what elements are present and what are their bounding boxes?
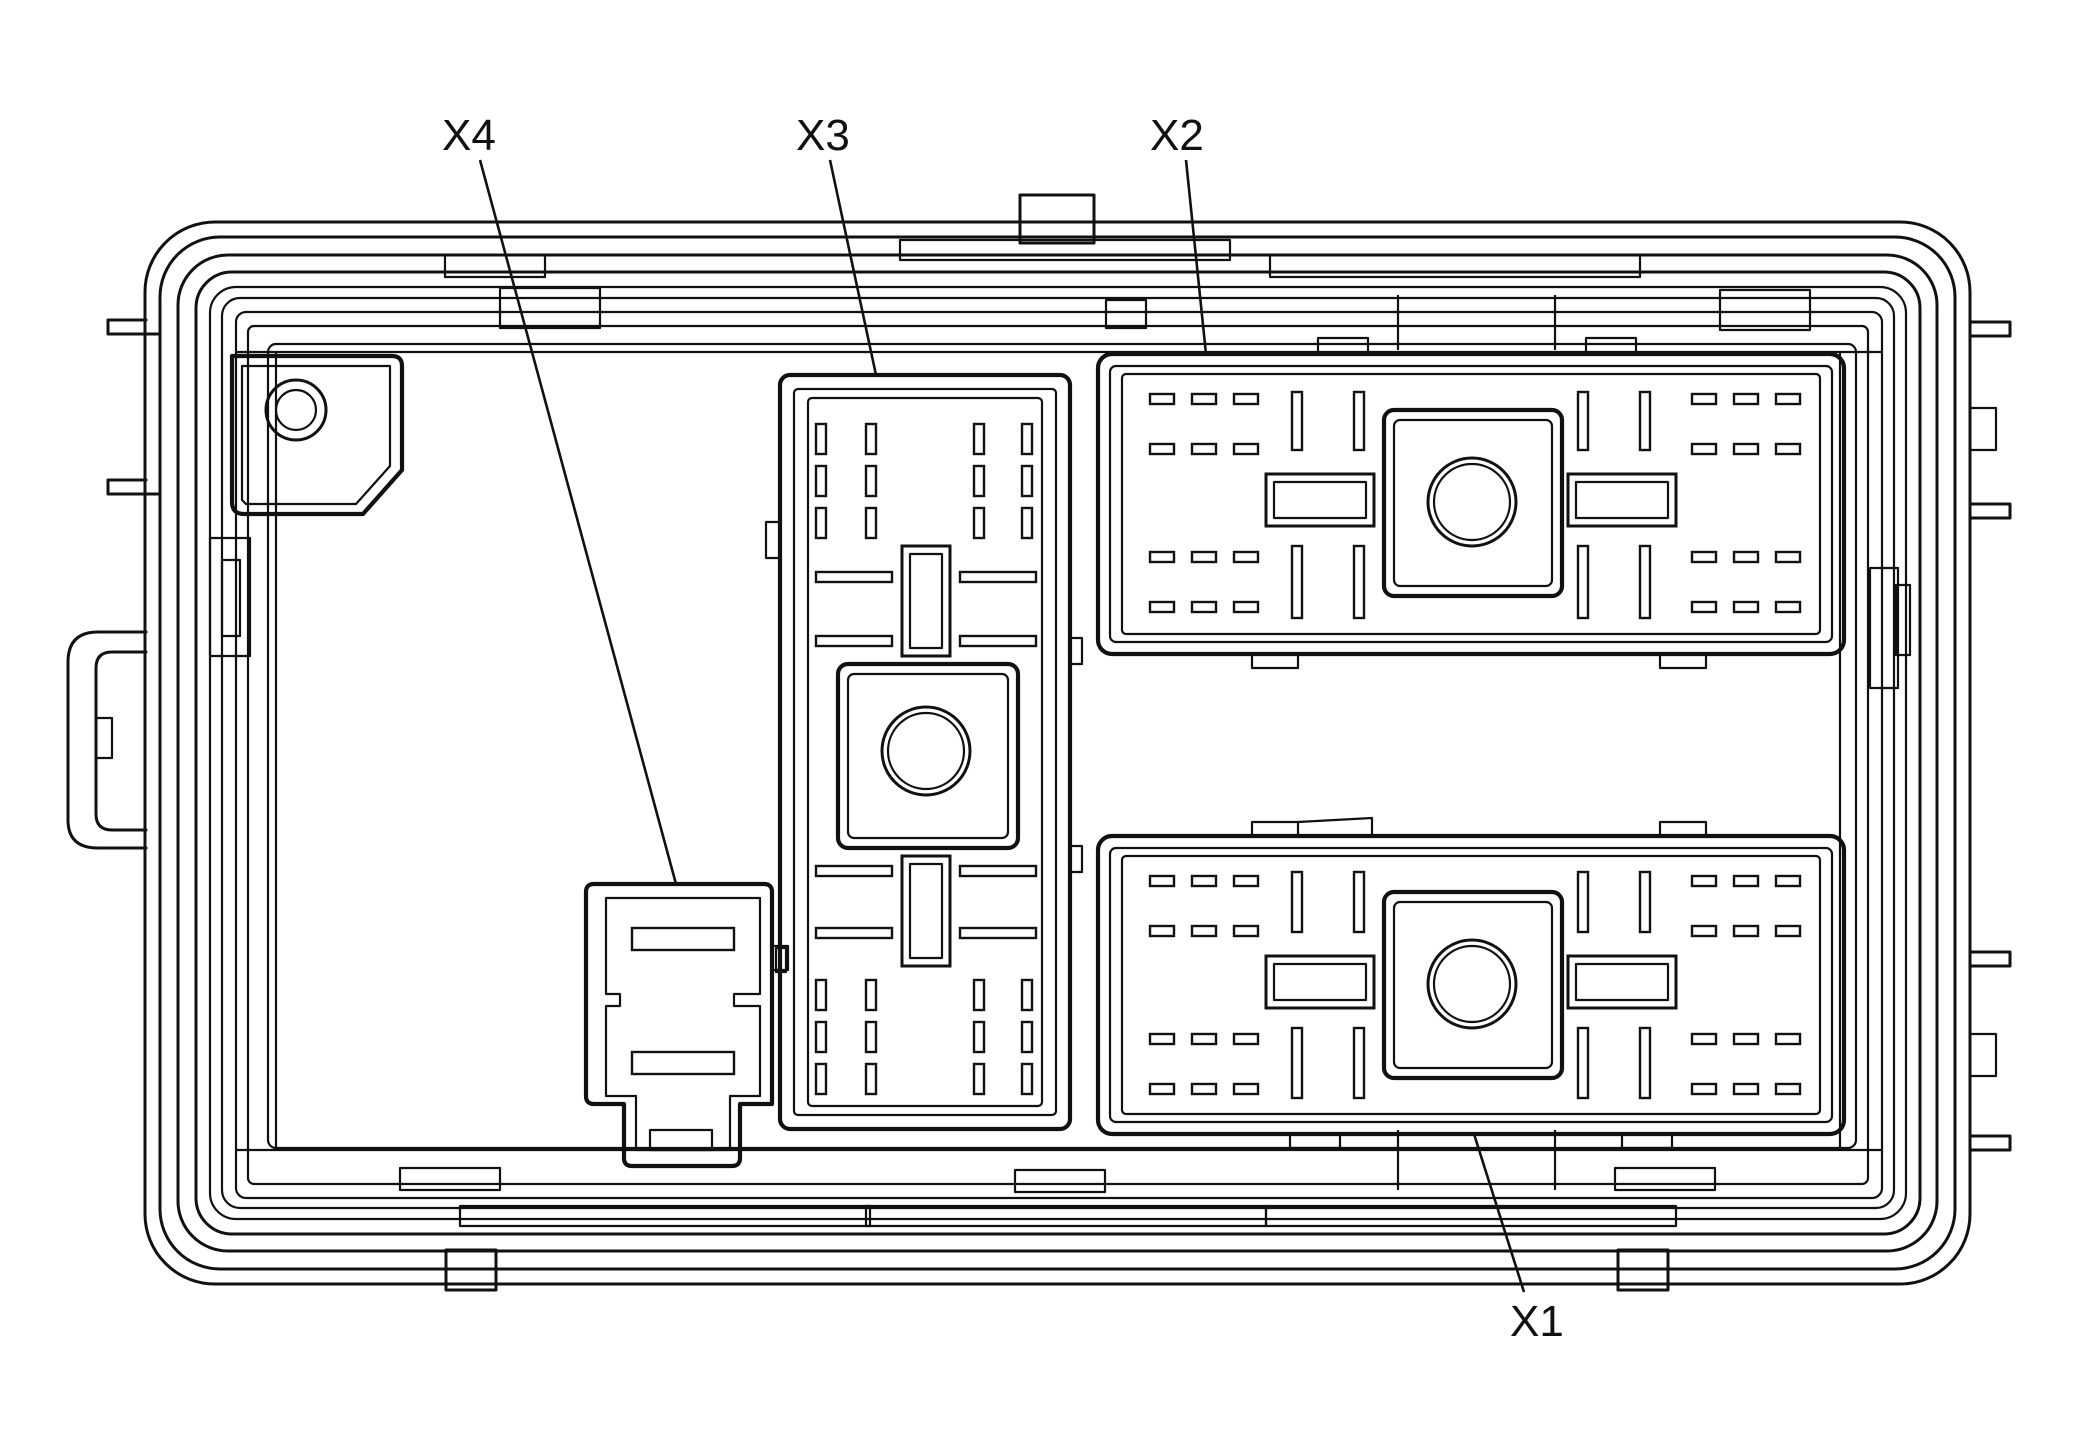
label-x4: X4 <box>442 111 496 160</box>
connector-x4 <box>583 881 790 1169</box>
connector-x1 <box>1095 816 1847 1150</box>
leader-line-x1 <box>1472 1133 1526 1293</box>
leader-line-x4 <box>478 159 678 885</box>
leader-line-x3 <box>828 159 878 376</box>
leader-line-x2 <box>1184 159 1208 355</box>
housing <box>66 193 2012 1292</box>
label-x1: X1 <box>1510 1297 1564 1346</box>
connector-x2 <box>1095 336 1847 670</box>
label-x2: X2 <box>1150 111 1204 160</box>
label-x3: X3 <box>796 111 850 160</box>
mounting-stud <box>229 353 405 517</box>
connector-x3 <box>764 372 1084 1132</box>
